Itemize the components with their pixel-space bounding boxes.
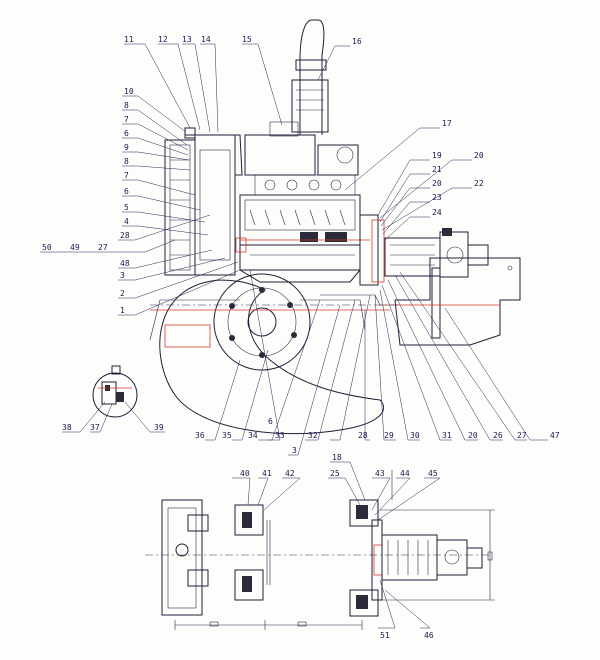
callout-12: 12: [158, 35, 168, 44]
flywheel-hub: [247, 307, 277, 337]
rear-mount-lower: [349, 589, 379, 617]
callout-40: 40: [240, 469, 250, 478]
callout-13: 13: [182, 35, 192, 44]
callout-48: 48: [120, 259, 130, 268]
mounting-bracket: [394, 257, 521, 346]
callout-5: 5: [124, 203, 129, 212]
callout-24: 24: [432, 208, 442, 217]
callout-39: 39: [154, 423, 164, 432]
callout-47: 47: [550, 431, 560, 440]
plan-pump: [381, 534, 438, 581]
callout-34: 34: [248, 431, 258, 440]
flywheel-housing: [159, 279, 385, 435]
plan-view: [145, 470, 495, 630]
exhaust-stack: [299, 19, 325, 135]
callout-27-bottom: 27: [517, 431, 527, 440]
callout-15: 15: [242, 35, 252, 44]
callout-6-upper: 6: [124, 129, 129, 138]
callout-33: 33: [275, 431, 285, 440]
callout-32: 32: [308, 431, 318, 440]
plan-radiator: [161, 499, 203, 616]
flywheel-inner: [227, 287, 297, 357]
front-mount-lower: [234, 569, 264, 601]
callout-3-bottom: 3: [292, 446, 297, 455]
callout-8-upper: 8: [124, 101, 129, 110]
callout-16: 16: [352, 37, 362, 46]
callout-17: 17: [442, 119, 452, 128]
callout-4: 4: [124, 217, 129, 226]
callout-20-b: 20: [432, 179, 442, 188]
callout-6-lower: 6: [124, 187, 129, 196]
rear-mount-upper: [349, 499, 379, 527]
callout-38: 38: [62, 423, 72, 432]
air-cleaner: [244, 134, 316, 176]
callout-50: 50: [42, 243, 52, 252]
callout-22: 22: [474, 179, 484, 188]
top-view-labels: 11 12 13 14 15 16 10 8 7 6 9 8 7 6 5 4 5…: [42, 35, 560, 455]
detail-view-circle: [92, 372, 138, 418]
callout-2: 2: [120, 289, 125, 298]
callout-7-lower: 7: [124, 171, 129, 180]
callout-30: 30: [410, 431, 420, 440]
callout-9: 9: [124, 143, 129, 152]
callout-45: 45: [428, 469, 438, 478]
callout-41: 41: [262, 469, 272, 478]
callout-23: 23: [432, 193, 442, 202]
callout-7-upper: 7: [124, 115, 129, 124]
engine-side-view: [92, 19, 521, 435]
callout-25: 25: [330, 469, 340, 478]
callout-14: 14: [201, 35, 211, 44]
callout-19: 19: [432, 151, 442, 160]
callout-6-bottom: 6: [268, 417, 273, 426]
bell-housing: [359, 214, 379, 286]
callout-1: 1: [120, 306, 125, 315]
callout-21-a: 21: [432, 165, 442, 174]
callout-51: 51: [380, 631, 390, 640]
callout-44: 44: [400, 469, 410, 478]
callout-10: 10: [124, 87, 134, 96]
callout-28-left: 28: [120, 231, 130, 240]
callout-3: 3: [120, 271, 125, 280]
callout-42: 42: [285, 469, 295, 478]
callout-35: 35: [222, 431, 232, 440]
callout-37: 37: [90, 423, 100, 432]
callout-11: 11: [124, 35, 134, 44]
callout-20-c: 20: [468, 431, 478, 440]
callout-29: 29: [384, 431, 394, 440]
callout-49: 49: [70, 243, 80, 252]
callout-27-left: 27: [98, 243, 108, 252]
callout-43: 43: [375, 469, 385, 478]
plan-flange: [371, 519, 383, 601]
top-leader-lines: [40, 43, 548, 456]
callout-36: 36: [195, 431, 205, 440]
callout-8-lower: 8: [124, 157, 129, 166]
callout-28-bottom: 28: [358, 431, 368, 440]
plan-view-labels: 40 41 42 18 25 43 44 45 51 46: [240, 453, 438, 640]
callout-18: 18: [332, 453, 342, 462]
callout-31: 31: [442, 431, 452, 440]
front-mount-upper: [234, 504, 264, 536]
callout-46: 46: [424, 631, 434, 640]
radiator-frame: [194, 134, 236, 276]
plan-leader-lines: [232, 461, 441, 629]
callout-20-a: 20: [474, 151, 484, 160]
callout-26: 26: [493, 431, 503, 440]
